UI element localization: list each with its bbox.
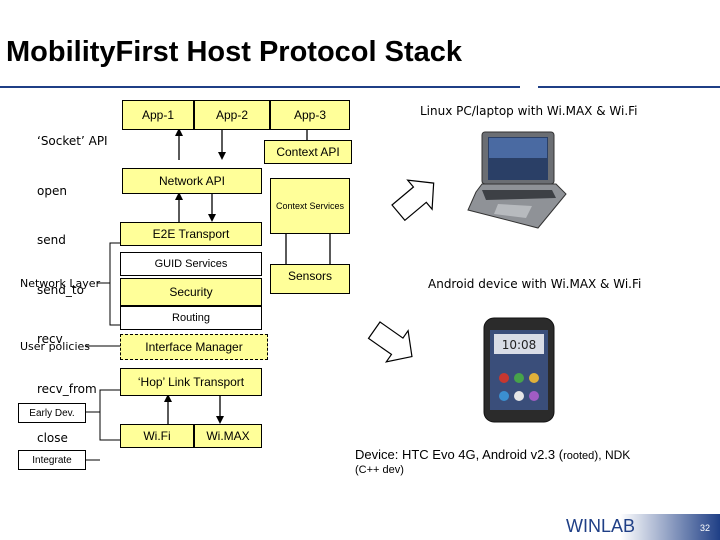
- svg-text:10:08: 10:08: [502, 338, 537, 352]
- app1-box: App-1: [122, 100, 194, 130]
- early-dev-bracket: [86, 389, 120, 441]
- device-info: Device: HTC Evo 4G, Android v2.3 (rooted…: [355, 448, 715, 477]
- footer-bar: [620, 514, 720, 540]
- socket-api-list: ‘Socket’ API open send send_to recv recv…: [37, 100, 108, 463]
- security-box: Security: [120, 278, 262, 306]
- laptop-block-arrow: [391, 179, 435, 222]
- socket-api-recv: recv: [37, 332, 63, 346]
- device-info-ndk: ), NDK: [594, 448, 631, 462]
- wimax-box: Wi.MAX: [194, 424, 262, 448]
- page-title: MobilityFirst Host Protocol Stack: [6, 36, 462, 68]
- network-layer-bracket: [97, 242, 120, 326]
- title-underline-right: [538, 86, 720, 88]
- interface-manager-box: Interface Manager: [120, 334, 268, 360]
- title-underline: [0, 86, 520, 88]
- android-caption: Android device with Wi.MAX & Wi.Fi: [428, 277, 642, 291]
- guid-services-box: GUID Services: [120, 252, 262, 276]
- context-api-box: Context API: [264, 140, 352, 164]
- socket-api-send: send: [37, 233, 66, 247]
- integrate-box: Integrate: [18, 450, 86, 470]
- early-dev-box: Early Dev.: [18, 403, 86, 423]
- sensors-box: Sensors: [270, 264, 350, 294]
- socket-api-send-to: send_to: [37, 282, 84, 297]
- user-policies-label: User policies: [20, 340, 90, 353]
- routing-box: Routing: [120, 306, 262, 330]
- socket-api-recv-from: recv_from: [37, 381, 97, 396]
- android-block-arrow: [367, 321, 413, 363]
- wifi-box: Wi.Fi: [120, 424, 194, 448]
- socket-api-heading: ‘Socket’ API: [37, 134, 108, 148]
- laptop-caption: Linux PC/laptop with Wi.MAX & Wi.Fi: [420, 104, 638, 118]
- page-number: 32: [700, 523, 711, 533]
- app2-box: App-2: [194, 100, 270, 130]
- device-info-rooted: rooted: [563, 450, 595, 462]
- context-services-box: Context Services: [270, 178, 350, 234]
- device-info-main: Device: HTC Evo 4G, Android v2.3 (: [355, 447, 564, 462]
- socket-api-open: open: [37, 183, 67, 198]
- e2e-transport-box: E2E Transport: [120, 222, 262, 246]
- hop-link-transport-box: ‘Hop’ Link Transport: [120, 368, 262, 396]
- laptop-image: [467, 131, 567, 229]
- android-phone-image: 10:08: [483, 317, 555, 423]
- network-api-box: Network API: [122, 168, 262, 194]
- winlab-logo: WINLAB: [566, 516, 636, 536]
- network-layer-label: Network Layer: [20, 277, 101, 290]
- app3-box: App-3: [270, 100, 350, 130]
- device-info-cpp: (C++ dev): [355, 464, 404, 476]
- socket-api-close: close: [37, 431, 68, 445]
